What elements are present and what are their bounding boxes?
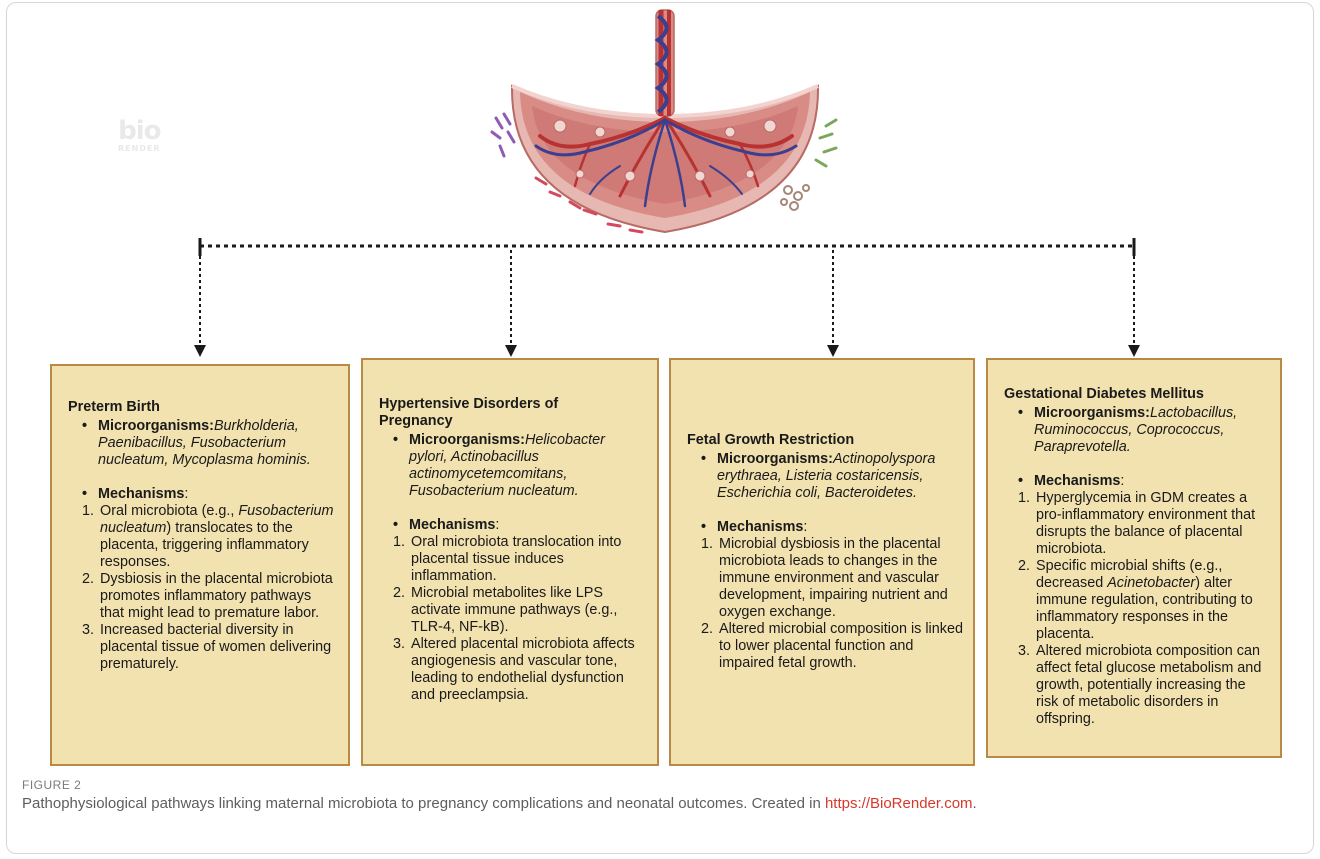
microorganisms-label: Microorganisms: <box>1034 405 1150 421</box>
preterm-birth-box: Preterm Birth • Microorganisms:Burkholde… <box>50 364 350 766</box>
mechanisms-label: Mechanisms <box>98 486 184 502</box>
mechanisms-item: • Mechanisms: <box>1018 473 1270 490</box>
mechanisms-item: • Mechanisms: <box>701 519 963 536</box>
mechanism-item: Hyperglycemia in GDM creates a pro-infla… <box>1034 490 1270 558</box>
fetal-growth-restriction-box: Fetal Growth Restriction • Microorganism… <box>669 358 975 766</box>
bullet-icon: • <box>1018 473 1034 490</box>
box-title: Preterm Birth <box>68 399 338 416</box>
mechanism-item: Altered microbial composition is linked … <box>717 621 963 672</box>
figure-label: FIGURE 2 <box>22 778 81 792</box>
box-title: Hypertensive Disorders of Pregnancy <box>379 396 647 430</box>
bullet-icon: • <box>393 517 409 534</box>
figure-caption: Pathophysiological pathways linking mate… <box>22 795 977 812</box>
microorganisms-label: Microorganisms: <box>409 432 525 448</box>
microorganisms-label: Microorganisms: <box>717 451 833 467</box>
mechanism-item: Altered microbiota composition can affec… <box>1034 643 1270 728</box>
microorganisms-item: • Microorganisms:Helicobacter pylori, Ac… <box>393 432 647 500</box>
mechanism-item: Microbial dysbiosis in the placental mic… <box>717 536 963 621</box>
mechanisms-list: Hyperglycemia in GDM creates a pro-infla… <box>1004 490 1270 728</box>
mechanism-item: Specific microbial shifts (e.g., decreas… <box>1034 558 1270 643</box>
arrowhead-1 <box>194 345 206 357</box>
bullet-icon: • <box>82 486 98 503</box>
mechanisms-list: Oral microbiota (e.g., Fusobacterium nuc… <box>68 503 338 673</box>
bullet-icon: • <box>82 418 98 469</box>
bullet-icon: • <box>393 432 409 500</box>
microorganisms-item: • Microorganisms:Lactobacillus, Ruminoco… <box>1018 405 1270 456</box>
mechanism-item: Dysbiosis in the placental microbiota pr… <box>98 571 338 622</box>
microorganisms-label: Microorganisms: <box>98 418 214 434</box>
box-title: Gestational Diabetes Mellitus <box>1004 386 1270 403</box>
arrowhead-2 <box>505 345 517 357</box>
mechanisms-item: • Mechanisms: <box>82 486 338 503</box>
mechanism-item: Altered placental microbiota affects ang… <box>409 636 647 704</box>
microorganisms-item: • Microorganisms:Actinopolyspora erythra… <box>701 451 963 502</box>
mechanisms-list: Microbial dysbiosis in the placental mic… <box>687 536 963 672</box>
mechanism-item: Oral microbiota (e.g., Fusobacterium nuc… <box>98 503 338 571</box>
mechanisms-item: • Mechanisms: <box>393 517 647 534</box>
arrowhead-3 <box>827 345 839 357</box>
caption-text: Pathophysiological pathways linking mate… <box>22 795 825 812</box>
gestational-diabetes-box: Gestational Diabetes Mellitus • Microorg… <box>986 358 1282 758</box>
hypertensive-disorders-box: Hypertensive Disorders of Pregnancy • Mi… <box>361 358 659 766</box>
microorganisms-item: • Microorganisms:Burkholderia, Paenibaci… <box>82 418 338 469</box>
bullet-icon: • <box>701 451 717 502</box>
mechanisms-label: Mechanisms <box>717 519 803 535</box>
biorender-link[interactable]: https://BioRender.com <box>825 795 973 812</box>
mechanisms-label: Mechanisms <box>409 517 495 533</box>
arrowhead-4 <box>1128 345 1140 357</box>
connector-lines <box>0 0 1320 400</box>
box-title: Fetal Growth Restriction <box>687 432 963 449</box>
mechanism-item: Oral microbiota translocation into place… <box>409 534 647 585</box>
bullet-icon: • <box>701 519 717 536</box>
bullet-icon: • <box>1018 405 1034 456</box>
mechanisms-label: Mechanisms <box>1034 473 1120 489</box>
mechanisms-list: Oral microbiota translocation into place… <box>379 534 647 704</box>
mechanism-item: Increased bacterial diversity in placent… <box>98 622 338 673</box>
mechanism-item: Microbial metabolites like LPS activate … <box>409 585 647 636</box>
